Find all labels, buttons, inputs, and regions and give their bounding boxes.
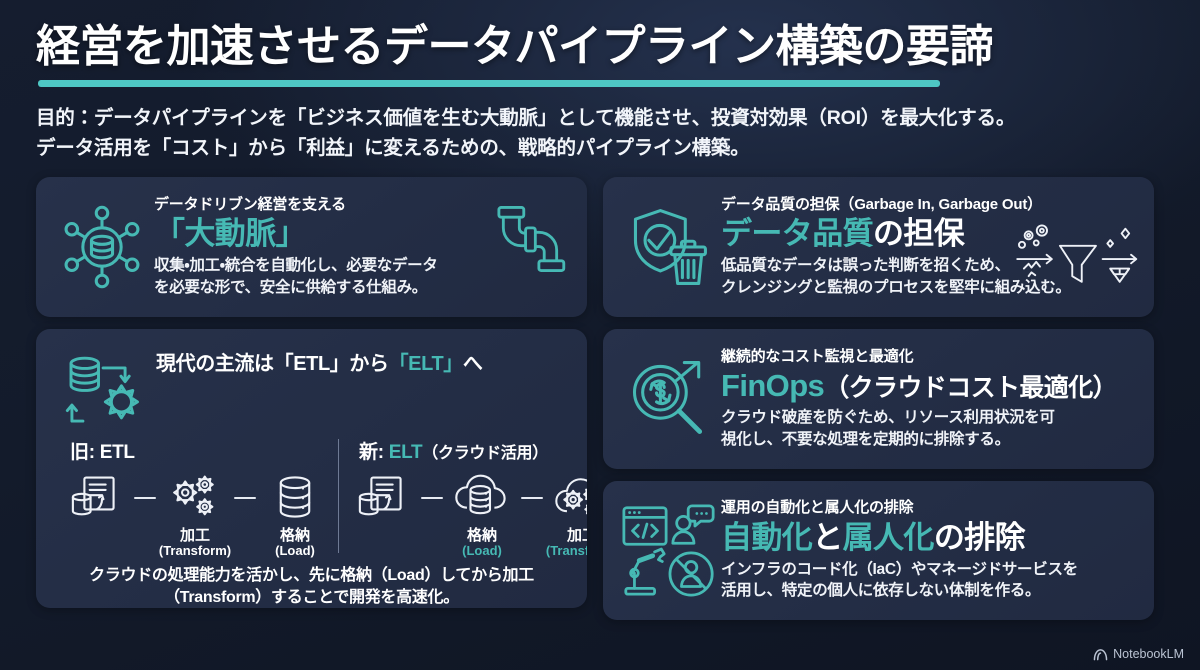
card-finops-desc-line-1: クラウド破産を防ぐため、リソース利用状況を可	[721, 409, 1055, 427]
card-automation-desc: インフラのコード化（IaC）やマネージドサービスを 活用し、特定の個人に依存しな…	[721, 559, 1140, 602]
card-data-quality[interactable]: データ品質の担保（Garbage In, Garbage Out） データ品質の…	[603, 176, 1154, 317]
card-etl-title-pre: 現代の主流は「ETL」から	[156, 352, 389, 375]
page-title: 経営を加速させるデータパイプライン構築の要諦	[36, 22, 994, 71]
card-automation-headline-part2: と	[812, 519, 843, 555]
extract-doc-icon	[356, 468, 408, 526]
card-automation-headline-part1: 自動化	[721, 519, 813, 555]
card-etl-elt[interactable]: 現代の主流は「ETL」から「ELT」へ 旧: ETL	[36, 328, 587, 608]
card-finops-desc-line-2: 視化し、不要な処理を定期的に排除する。	[721, 430, 1010, 448]
data-hub-icon	[50, 201, 154, 293]
subtitle-line-1: 目的：データパイプラインを「ビジネス価値を生む大動脈」として機能させ、投資対効果…	[36, 107, 1016, 130]
card-artery-eyebrow: データドリブン経営を支える	[154, 195, 346, 213]
etl-new-step-transform-label: 加工	[566, 526, 587, 544]
card-artery[interactable]: データドリブン経営を支える 「大動脈」 収集・加工・統合を自動化し、必要なデータ…	[36, 176, 587, 317]
etl-old-step-load-label: 格納	[279, 526, 310, 544]
page-header: 経営を加速させるデータパイプライン構築の要諦 目的：データパイプラインを「ビジネ…	[0, 0, 1200, 164]
card-etl-footer: クラウドの処理能力を活かし、先に格納（Load）してから加工 （Transfor…	[52, 565, 571, 607]
card-data-quality-headline-rest: の担保	[873, 216, 965, 252]
extract-doc-icon	[69, 468, 121, 526]
card-data-quality-desc: 低品質なデータは誤った判断を招くため、 クレンジングと監視のプロセスを堅牢に組み…	[721, 255, 1140, 298]
card-data-quality-eyebrow: データ品質の担保（Garbage In, Garbage Out）	[721, 195, 1042, 213]
shield-check-trash-icon	[617, 201, 721, 293]
card-finops-headline-accent: FinOps	[721, 368, 825, 404]
etl-old-step-load-sub: (Load)	[275, 543, 315, 559]
card-artery-headline-accent: 「大動脈」	[154, 216, 307, 252]
card-automation-desc-line-2: 活用し、特定の個人に依存しない体制を作る。	[721, 582, 1041, 600]
card-artery-desc-line-1: 収集・加工・統合を自動化し、必要なデータ	[154, 257, 438, 275]
flow-connector-dash	[134, 496, 156, 499]
card-etl-title: 現代の主流は「ETL」から「ELT」へ	[156, 341, 483, 376]
card-data-quality-body: データ品質の担保（Garbage In, Garbage Out） データ品質の…	[721, 195, 1140, 298]
card-etl-title-accent: 「ELT」	[388, 352, 464, 375]
page-subtitle: 目的：データパイプラインを「ビジネス価値を生む大動脈」として機能させ、投資対効果…	[36, 104, 1164, 163]
etl-old-step-transform: 加工 (Transform)	[158, 468, 232, 560]
flow-connector-dash	[521, 496, 543, 499]
right-column: データ品質の担保（Garbage In, Garbage Out） データ品質の…	[603, 176, 1154, 620]
watermark-label: NotebookLM	[1113, 647, 1184, 661]
flow-connector-dash	[421, 496, 443, 499]
title-underline-rule	[38, 80, 940, 88]
etl-new-step-load: 格納 (Load)	[445, 468, 519, 560]
card-automation-headline: 自動化と属人化の排除	[721, 519, 1140, 557]
card-automation-headline-part4: の排除	[933, 519, 1026, 555]
etl-new-heading-post: （クラウド活用）	[422, 444, 548, 462]
etl-new-step-transform-sub: (Transform)	[545, 543, 587, 559]
card-artery-desc-line-2: を必要な形で、安全に供給する仕組み。	[154, 278, 427, 296]
card-data-quality-desc-line-2: クレンジングと監視のプロセスを堅牢に組み込む。	[721, 278, 1071, 296]
database-gear-cycle-icon	[52, 341, 156, 433]
etl-old-step-transform-label: 加工	[179, 526, 210, 544]
card-artery-body: データドリブン経営を支える 「大動脈」 収集・加工・統合を自動化し、必要なデータ…	[154, 195, 573, 298]
flow-connector-dash	[234, 496, 256, 499]
database-icon	[273, 468, 317, 526]
card-finops-headline-rest: （クラウドコスト最適化）	[824, 374, 1117, 403]
card-automation-headline-part3: 属人化	[842, 519, 935, 555]
cards-grid: データドリブン経営を支える 「大動脈」 収集・加工・統合を自動化し、必要なデータ…	[0, 164, 1200, 632]
magnifier-dollar-growth-icon	[617, 353, 721, 445]
etl-old-heading: 旧: ETL	[70, 441, 135, 463]
notebooklm-icon	[1093, 648, 1108, 661]
etl-new-step-load-label: 格納	[466, 526, 497, 544]
card-data-quality-headline-accent: データ品質	[721, 216, 874, 252]
etl-old-flow: 加工 (Transform)	[58, 468, 332, 560]
card-etl-title-post: へ	[462, 352, 483, 375]
card-etl-header: 現代の主流は「ETL」から「ELT」へ	[52, 341, 571, 433]
card-finops[interactable]: 継続的なコスト監視と最適化 FinOps（クラウドコスト最適化） クラウド破産を…	[603, 328, 1154, 469]
etl-old-step-extract	[58, 468, 132, 526]
card-finops-body: 継続的なコスト監視と最適化 FinOps（クラウドコスト最適化） クラウド破産を…	[721, 347, 1140, 450]
watermark: NotebookLM	[1093, 647, 1184, 661]
card-finops-headline: FinOps（クラウドコスト最適化）	[721, 367, 1140, 405]
etl-old-column: 旧: ETL	[52, 437, 338, 560]
card-etl-columns: 旧: ETL	[52, 437, 587, 560]
etl-new-column: 新: ELT（クラウド活用）	[339, 437, 587, 560]
etl-new-heading-pre: 新:	[359, 441, 389, 463]
subtitle-line-2: データ活用を「コスト」から「利益」に変えるための、戦略的パイプライン構築。	[36, 136, 750, 159]
etl-new-step-transform: 加工 (Transform)	[545, 468, 587, 560]
etl-new-step-load-sub: (Load)	[462, 543, 502, 559]
card-etl-footer-line-1: クラウドの処理能力を活かし、先に格納（Load）してから加工	[89, 567, 534, 585]
card-artery-desc: 収集・加工・統合を自動化し、必要なデータ を必要な形で、安全に供給する仕組み。	[154, 255, 573, 298]
card-automation-desc-line-1: インフラのコード化（IaC）やマネージドサービスを	[721, 560, 1078, 578]
gears-icon	[169, 468, 221, 526]
card-automation-eyebrow: 運用の自動化と属人化の排除	[721, 499, 914, 517]
automation-icons-group	[617, 502, 721, 598]
card-finops-desc: クラウド破産を防ぐため、リソース利用状況を可 視化し、不要な処理を定期的に排除す…	[721, 407, 1140, 450]
card-etl-footer-line-2: （Transform）することで開発を高速化。	[164, 588, 459, 606]
card-automation-body: 運用の自動化と属人化の排除 自動化と属人化の排除 インフラのコード化（IaC）や…	[721, 498, 1140, 601]
cloud-database-icon	[451, 468, 513, 526]
etl-column-divider	[338, 438, 339, 554]
cloud-gears-icon	[551, 468, 587, 526]
card-artery-headline: 「大動脈」	[154, 215, 573, 253]
card-data-quality-desc-line-1: 低品質なデータは誤った判断を招くため、	[721, 257, 1010, 275]
etl-new-heading: 新: ELT（クラウド活用）	[345, 437, 587, 464]
etl-old-step-transform-sub: (Transform)	[158, 543, 232, 559]
etl-old-step-load: 格納 (Load)	[258, 468, 332, 560]
etl-new-heading-accent: ELT	[388, 441, 423, 463]
etl-new-step-extract	[345, 468, 419, 526]
card-automation[interactable]: 運用の自動化と属人化の排除 自動化と属人化の排除 インフラのコード化（IaC）や…	[603, 480, 1154, 620]
left-column: データドリブン経営を支える 「大動脈」 収集・加工・統合を自動化し、必要なデータ…	[36, 176, 587, 620]
card-finops-eyebrow: 継続的なコスト監視と最適化	[721, 347, 914, 365]
etl-new-flow: 格納 (Load)	[345, 468, 587, 560]
card-data-quality-headline: データ品質の担保	[721, 215, 1140, 253]
